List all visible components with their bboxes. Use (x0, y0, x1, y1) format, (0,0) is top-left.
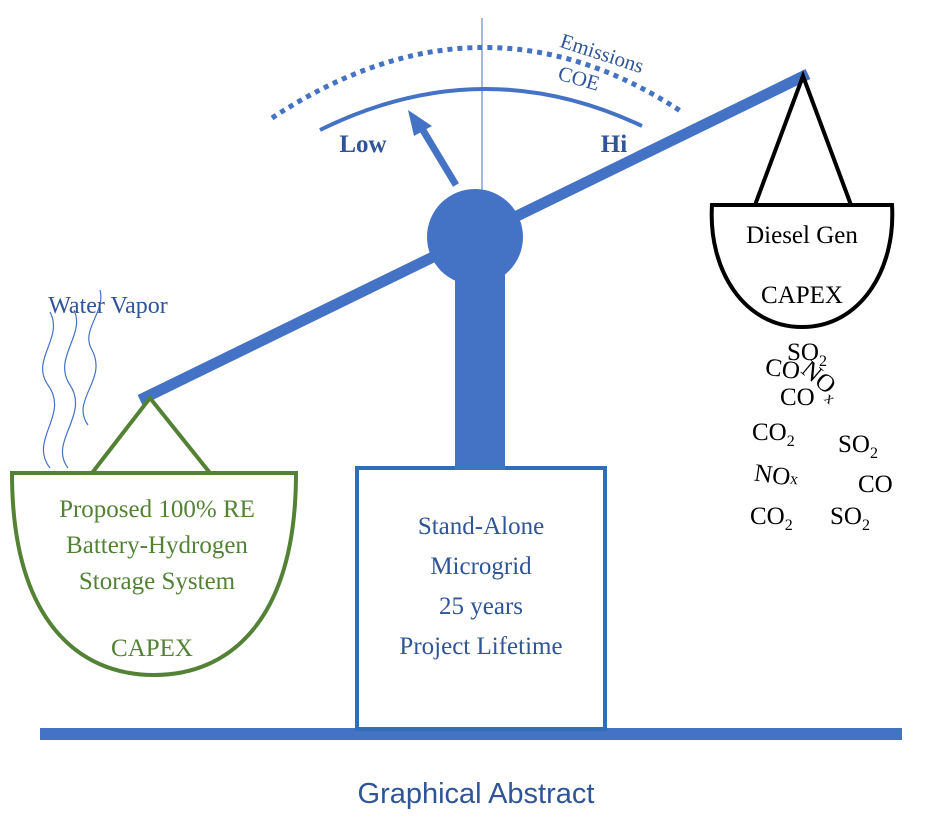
left-pan-hanger (87, 394, 215, 475)
caption: Graphical Abstract (358, 778, 595, 810)
emission-co2-2: CO2 (750, 503, 793, 534)
emission-so2-2: SO2 (838, 431, 878, 462)
coe-label: COE (555, 61, 602, 96)
low-label: Low (339, 131, 386, 158)
center-box-line-3: 25 years (439, 593, 523, 620)
center-box (355, 466, 607, 731)
emission-nox-2: NOx (753, 460, 800, 493)
right-pan (709, 203, 895, 330)
left-pan (9, 471, 299, 678)
left-pan-line-2: Battery-Hydrogen (66, 532, 248, 559)
high-label: Hi (601, 131, 627, 158)
scale-pivot (427, 189, 523, 285)
left-pan-line-3: Storage System (79, 568, 236, 595)
right-pan-capex: CAPEX (761, 282, 843, 309)
gauge-needle-arrowhead (408, 110, 432, 136)
emission-co-1: CO (764, 354, 802, 386)
scale-pillar (455, 270, 505, 470)
center-box-line-4: Project Lifetime (399, 633, 562, 660)
center-box-line-2: Microgrid (430, 553, 532, 580)
emission-so2-1: SO2 (787, 339, 827, 370)
emission-co-2: CO (780, 384, 815, 411)
emission-co2-1: CO2 (752, 419, 795, 450)
emission-so2-3: SO2 (830, 503, 870, 534)
coe-arc (319, 87, 643, 132)
emissions-cloud: SO2 CO NOx CO CO2 SO2 NOx CO CO2 SO2 (750, 339, 893, 534)
gauge-needle (415, 117, 459, 187)
water-vapor-wisp-1 (42, 311, 56, 469)
left-pan-line-1: Proposed 100% RE (59, 496, 255, 523)
water-vapor-wisp-3 (82, 289, 102, 426)
emissions-arc (270, 45, 684, 121)
left-pan-capex: CAPEX (111, 635, 193, 662)
ground-line (40, 728, 902, 740)
water-vapor-label: Water Vapor (48, 293, 168, 319)
center-box-line-1: Stand-Alone (418, 513, 544, 540)
right-pan-line-1: Diesel Gen (746, 222, 858, 249)
emission-co-3: CO (858, 471, 893, 498)
water-vapor-wisp-2 (61, 309, 78, 469)
